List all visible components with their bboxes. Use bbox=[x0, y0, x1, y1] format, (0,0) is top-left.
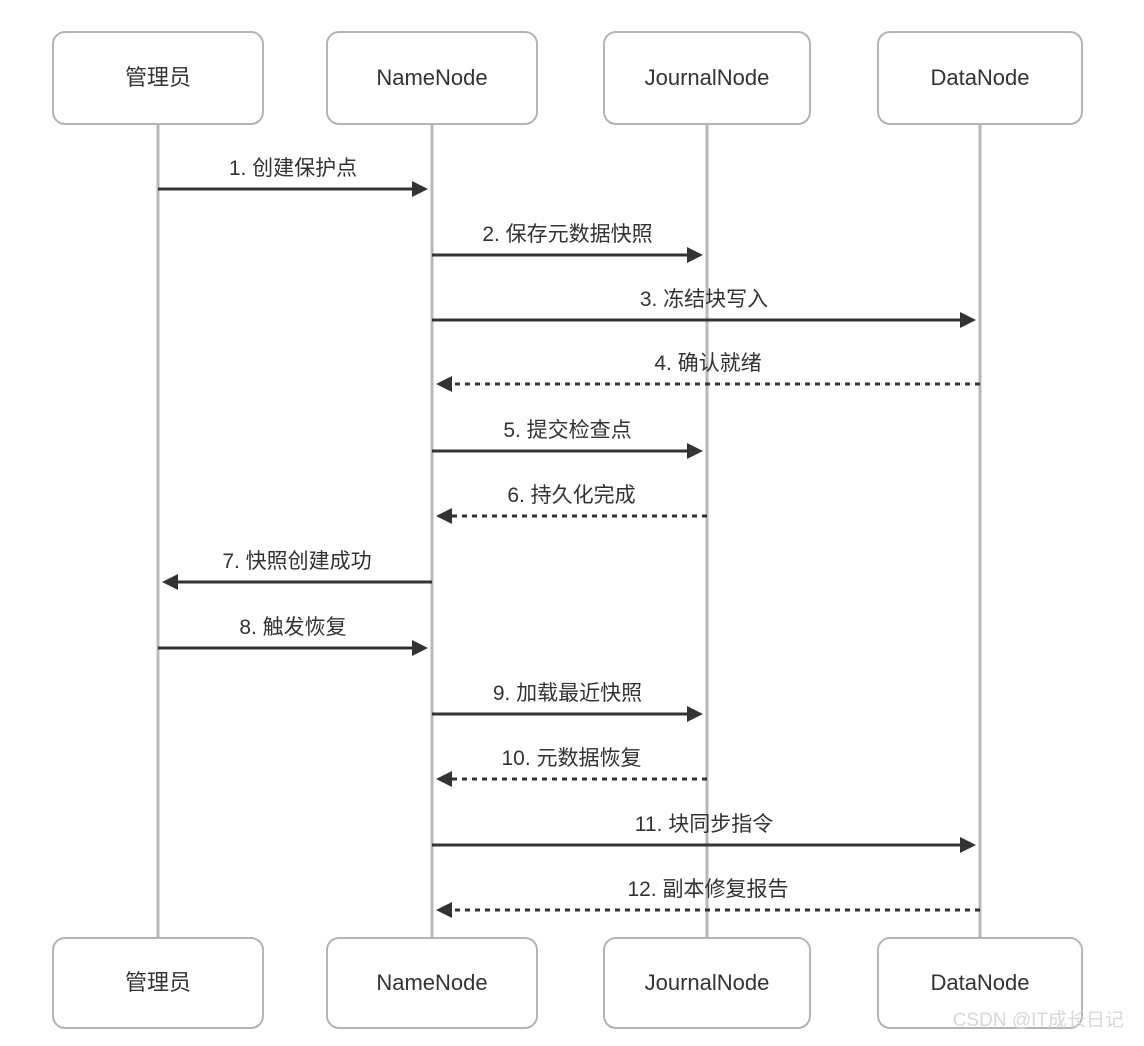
message-label-11: 11. 块同步指令 bbox=[635, 813, 773, 836]
message-4[interactable]: 4. 确认就绪 bbox=[436, 352, 980, 392]
message-arrowhead-1 bbox=[412, 181, 428, 197]
participant-box-journalnode-bottom[interactable] bbox=[603, 937, 811, 1029]
participant-box-namenode-top[interactable] bbox=[326, 31, 538, 125]
watermark-layer: CSDN @IT成长日记 bbox=[953, 1009, 1124, 1031]
message-label-12: 12. 副本修复报告 bbox=[627, 878, 788, 901]
message-label-1: 1. 创建保护点 bbox=[229, 157, 357, 180]
message-arrowhead-9 bbox=[687, 706, 703, 722]
message-9[interactable]: 9. 加载最近快照 bbox=[432, 682, 703, 722]
message-12[interactable]: 12. 副本修复报告 bbox=[436, 878, 980, 918]
participant-box-journalnode-top[interactable] bbox=[603, 31, 811, 125]
participant-namenode-bottom[interactable]: NameNode bbox=[326, 937, 538, 1029]
messages-layer: 1. 创建保护点 2. 保存元数据快照 3. 冻结块写入 4. 确认就绪 5. 提交检查… bbox=[158, 157, 980, 918]
participant-journalnode-bottom[interactable]: JournalNode bbox=[603, 937, 811, 1029]
message-5[interactable]: 5. 提交检查点 bbox=[432, 419, 703, 459]
message-arrowhead-6 bbox=[436, 508, 452, 524]
message-10[interactable]: 10. 元数据恢复 bbox=[436, 747, 707, 787]
message-arrowhead-11 bbox=[960, 837, 976, 853]
participant-label-journalnode-top: JournalNode bbox=[645, 65, 770, 90]
participant-boxes-top: 管理员 NameNode JournalNode DataNode bbox=[52, 31, 1083, 125]
participant-boxes-bottom: 管理员 NameNode JournalNode DataNode bbox=[52, 937, 1083, 1029]
message-label-6: 6. 持久化完成 bbox=[507, 484, 635, 507]
participant-datanode-top[interactable]: DataNode bbox=[877, 31, 1083, 125]
watermark-label: CSDN @IT成长日记 bbox=[953, 1009, 1124, 1031]
message-arrowhead-4 bbox=[436, 376, 452, 392]
participant-box-admin-bottom[interactable] bbox=[52, 937, 264, 1029]
message-3[interactable]: 3. 冻结块写入 bbox=[432, 288, 976, 328]
participant-label-namenode-top: NameNode bbox=[376, 65, 487, 90]
message-7[interactable]: 7. 快照创建成功 bbox=[162, 550, 432, 590]
participant-admin-top[interactable]: 管理员 bbox=[52, 31, 264, 125]
message-1[interactable]: 1. 创建保护点 bbox=[158, 157, 428, 197]
message-label-8: 8. 触发恢复 bbox=[239, 616, 346, 639]
message-label-4: 4. 确认就绪 bbox=[654, 352, 761, 375]
message-8[interactable]: 8. 触发恢复 bbox=[158, 616, 428, 656]
message-label-5: 5. 提交检查点 bbox=[503, 419, 631, 442]
message-2[interactable]: 2. 保存元数据快照 bbox=[432, 223, 703, 263]
message-arrowhead-2 bbox=[687, 247, 703, 263]
message-label-9: 9. 加载最近快照 bbox=[493, 682, 642, 705]
message-arrowhead-5 bbox=[687, 443, 703, 459]
message-label-7: 7. 快照创建成功 bbox=[222, 550, 371, 573]
message-arrowhead-3 bbox=[960, 312, 976, 328]
message-arrowhead-12 bbox=[436, 902, 452, 918]
participant-box-admin-top[interactable] bbox=[52, 31, 264, 125]
participant-label-namenode-bottom: NameNode bbox=[376, 970, 487, 995]
participant-label-datanode-bottom: DataNode bbox=[930, 970, 1029, 995]
participant-namenode-top[interactable]: NameNode bbox=[326, 31, 538, 125]
message-6[interactable]: 6. 持久化完成 bbox=[436, 484, 707, 524]
lifelines-layer bbox=[156, 124, 982, 938]
message-label-10: 10. 元数据恢复 bbox=[501, 747, 641, 770]
message-11[interactable]: 11. 块同步指令 bbox=[432, 813, 976, 853]
message-arrowhead-10 bbox=[436, 771, 452, 787]
participant-admin-bottom[interactable]: 管理员 bbox=[52, 937, 264, 1029]
participant-datanode-bottom[interactable]: DataNode bbox=[877, 937, 1083, 1029]
message-arrowhead-8 bbox=[412, 640, 428, 656]
participant-journalnode-top[interactable]: JournalNode bbox=[603, 31, 811, 125]
participant-box-datanode-bottom[interactable] bbox=[877, 937, 1083, 1029]
participant-label-journalnode-bottom: JournalNode bbox=[645, 970, 770, 995]
participant-label-datanode-top: DataNode bbox=[930, 65, 1029, 90]
message-label-2: 2. 保存元数据快照 bbox=[482, 223, 652, 246]
participant-label-admin-bottom: 管理员 bbox=[125, 970, 191, 995]
participant-box-datanode-top[interactable] bbox=[877, 31, 1083, 125]
message-label-3: 3. 冻结块写入 bbox=[640, 288, 768, 311]
message-arrowhead-7 bbox=[162, 574, 178, 590]
participant-box-namenode-bottom[interactable] bbox=[326, 937, 538, 1029]
participant-label-admin-top: 管理员 bbox=[125, 65, 191, 90]
